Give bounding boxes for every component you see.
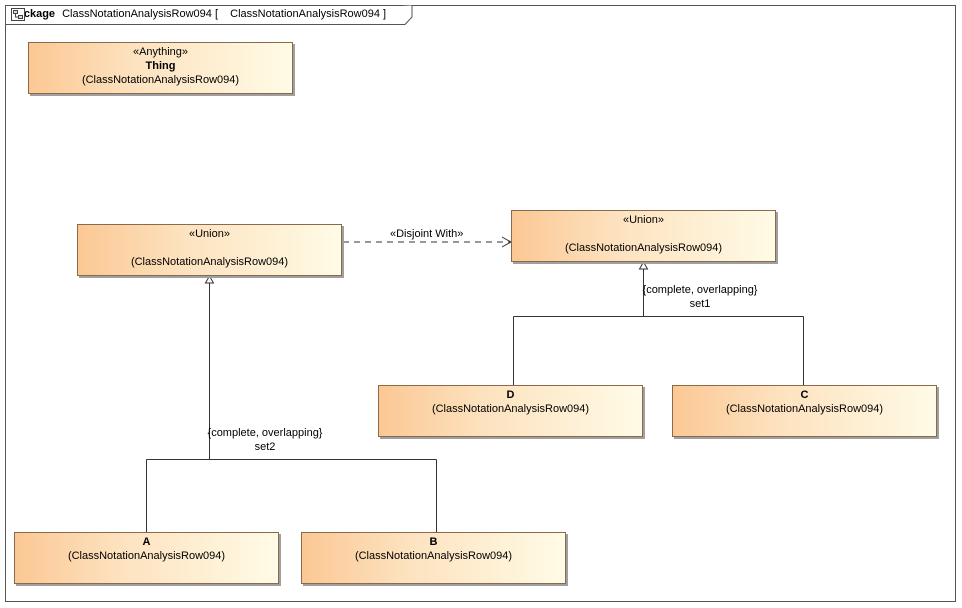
b-name: B: [429, 536, 438, 548]
d-package: (ClassNotationAnalysisRow094): [431, 403, 590, 415]
class-c[interactable]: C (ClassNotationAnalysisRow094): [672, 385, 937, 437]
thing-name: Thing: [145, 60, 176, 72]
class-b[interactable]: B (ClassNotationAnalysisRow094): [301, 532, 566, 584]
set2-generalization-lines: [146, 283, 437, 532]
set1-constraint: {complete, overlapping}: [642, 284, 758, 296]
c-name: C: [800, 389, 809, 401]
class-union-left[interactable]: «Union» (ClassNotationAnalysisRow094): [77, 224, 342, 276]
diagram-frame: [5, 5, 956, 602]
b-package: (ClassNotationAnalysisRow094): [354, 550, 513, 562]
thing-package: (ClassNotationAnalysisRow094): [81, 74, 240, 86]
frame-bracket-open: [: [214, 8, 219, 20]
class-union-right[interactable]: «Union» (ClassNotationAnalysisRow094): [511, 210, 776, 262]
a-package: (ClassNotationAnalysisRow094): [67, 550, 226, 562]
frame-bracket-close: ]: [383, 8, 387, 20]
union-left-stereotype: «Union»: [189, 228, 230, 240]
union-left-package: (ClassNotationAnalysisRow094): [130, 256, 289, 268]
union-right-name: [512, 227, 775, 241]
d-name: D: [506, 389, 515, 401]
set2-name: set2: [254, 441, 276, 453]
frame-package-name: ClassNotationAnalysisRow094: [62, 8, 212, 20]
thing-stereotype: «Anything»: [132, 46, 189, 58]
union-right-stereotype: «Union»: [623, 214, 664, 226]
set1-label[interactable]: {complete, overlapping} set1: [638, 283, 762, 311]
set1-name: set1: [689, 298, 711, 310]
set1-generalization-arrowhead: [638, 260, 649, 270]
union-right-package: (ClassNotationAnalysisRow094): [564, 242, 723, 254]
a-name: A: [142, 536, 151, 548]
class-a[interactable]: A (ClassNotationAnalysisRow094): [14, 532, 279, 584]
set2-label[interactable]: {complete, overlapping} set2: [203, 426, 327, 454]
set1-generalization-lines: [513, 269, 804, 385]
frame-tab-border: [5, 5, 413, 25]
class-thing[interactable]: «Anything» Thing (ClassNotationAnalysisR…: [28, 42, 293, 94]
frame-diagram-name: ClassNotationAnalysisRow094: [230, 8, 380, 20]
frame-tab-label: package ClassNotationAnalysisRow094 [ Cl…: [11, 8, 387, 21]
disjoint-with-label[interactable]: «Disjoint With»: [390, 228, 464, 240]
set2-constraint: {complete, overlapping}: [207, 427, 323, 439]
union-left-name: [78, 241, 341, 255]
class-d[interactable]: D (ClassNotationAnalysisRow094): [378, 385, 643, 437]
c-package: (ClassNotationAnalysisRow094): [725, 403, 884, 415]
set2-generalization-arrowhead: [204, 274, 215, 284]
